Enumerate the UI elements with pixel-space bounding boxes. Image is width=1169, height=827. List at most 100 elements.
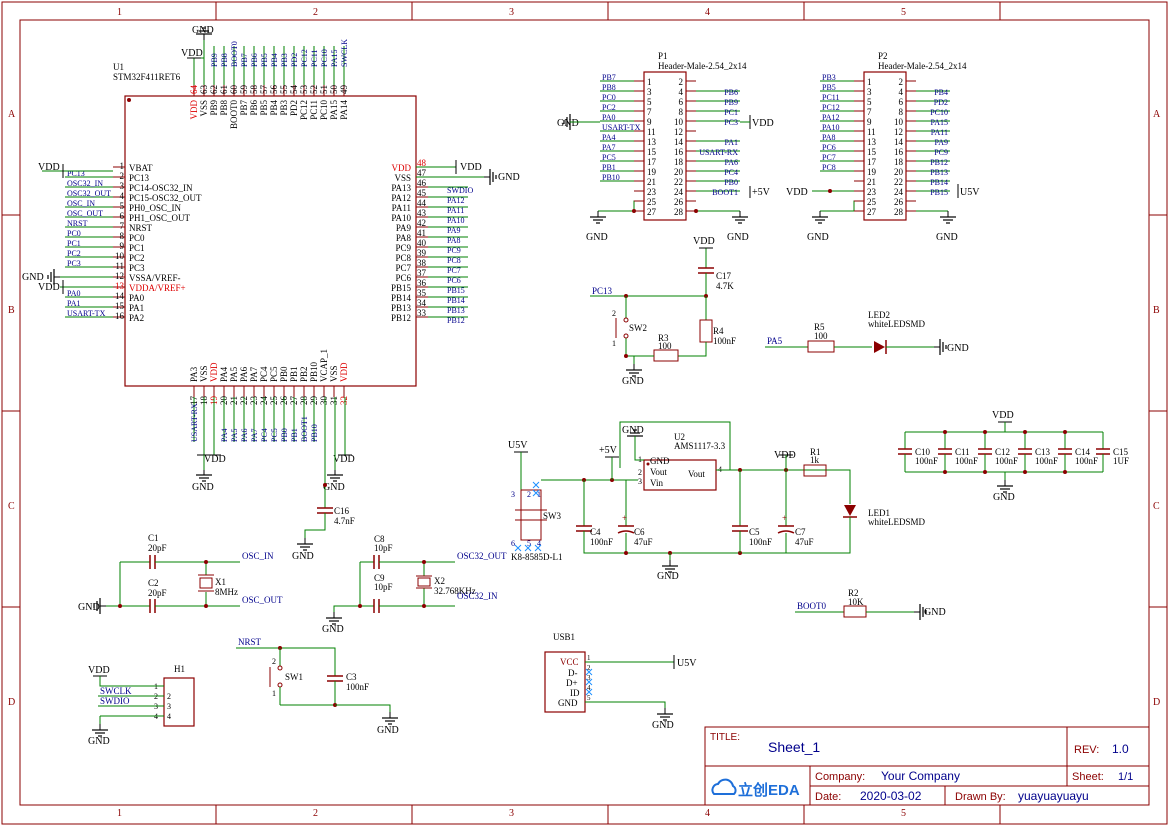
gnd-p1-left: GND bbox=[557, 118, 579, 129]
u1-pin-num: 12 bbox=[115, 271, 124, 281]
c6-ref: C6 bbox=[634, 527, 645, 537]
u1-net-label: OSC32_OUT bbox=[67, 189, 111, 198]
frame-col-bottom: 2 bbox=[313, 808, 318, 819]
svg-text:+: + bbox=[782, 513, 787, 523]
c9-value: 10pF bbox=[374, 582, 393, 592]
u2-pin-vin: Vin bbox=[650, 478, 663, 488]
bank-cap-value: 100nF bbox=[1075, 456, 1098, 466]
u1-net-label: PB6 bbox=[250, 53, 259, 67]
header-pin-num-right: 18 bbox=[894, 157, 904, 167]
frame-row-left: D bbox=[8, 697, 15, 708]
header-net-left: PB3 bbox=[822, 73, 836, 82]
sw1-pin1: 1 bbox=[272, 689, 276, 698]
u1-pin-num: 37 bbox=[417, 268, 427, 278]
frame-row-left: A bbox=[8, 109, 16, 120]
u1-pin-name: PC5 bbox=[269, 366, 279, 382]
u1-pin-num: 44 bbox=[417, 198, 427, 208]
header-pin-num-left: 23 bbox=[647, 187, 657, 197]
header-pin-num-left: 9 bbox=[867, 117, 872, 127]
sw3-ref: SW3 bbox=[543, 511, 562, 521]
frame-col-bottom: 4 bbox=[705, 808, 710, 819]
vdd-p1: VDD bbox=[752, 118, 774, 129]
u1-net-label: PC9 bbox=[447, 246, 461, 255]
header-net-left: PB7 bbox=[602, 73, 616, 82]
header-pin-num-left: 11 bbox=[647, 127, 656, 137]
u1-pin-num: 43 bbox=[417, 208, 427, 218]
u1-pin-num: 34 bbox=[417, 298, 427, 308]
u1-pin-num: 8 bbox=[120, 231, 125, 241]
u1-pin-num: 41 bbox=[417, 228, 426, 238]
header-pin-num-left: 15 bbox=[867, 147, 877, 157]
u1-pin-name: PB14 bbox=[391, 293, 412, 303]
usb1-pin-id: ID bbox=[570, 688, 580, 698]
header-pin-num-right: 10 bbox=[674, 117, 684, 127]
usb1-n3: 3 bbox=[587, 674, 591, 682]
sheet-title: Sheet_1 bbox=[768, 739, 820, 755]
u1-pin-name: VDD bbox=[189, 100, 199, 120]
frame-col-top: 5 bbox=[901, 7, 906, 18]
header-net-left: PA12 bbox=[822, 113, 840, 122]
u1-pin-name: VDD bbox=[209, 362, 219, 382]
sw3-pin1: 1 bbox=[537, 490, 541, 499]
u1-pin-name: PC7 bbox=[395, 263, 411, 273]
header-pin-num-right: 12 bbox=[894, 127, 903, 137]
header-pin-num-right: 6 bbox=[679, 97, 684, 107]
u1-pin-name: PC12 bbox=[299, 100, 309, 120]
u1-pin-num: 15 bbox=[115, 301, 125, 311]
r2-ref: R2 bbox=[848, 588, 859, 598]
usb1-n4: 4 bbox=[587, 684, 591, 692]
h1-inner4: 4 bbox=[167, 712, 171, 721]
u1-net-label: PC2 bbox=[67, 249, 81, 258]
u1-net-label: PA15 bbox=[330, 50, 339, 68]
lse-crystal: C8 10pF C9 10pF GND X2 32.768KHz OSC32_O… bbox=[322, 534, 507, 635]
gnd-sw1: GND bbox=[377, 725, 399, 736]
company-value: Your Company bbox=[881, 769, 960, 783]
frame-row-right: D bbox=[1153, 697, 1160, 708]
u2-pin-gnd: GND bbox=[650, 456, 670, 466]
cap-c16: C16 4.7nF GND bbox=[292, 470, 355, 562]
led1-ref: LED1 bbox=[868, 508, 890, 518]
header-pin-num-left: 27 bbox=[867, 207, 877, 217]
u1-pin-name: PA13 bbox=[391, 183, 411, 193]
net-pa5: PA5 bbox=[767, 336, 783, 346]
u1-net-label: NRST bbox=[67, 219, 88, 228]
gnd-p1-bl: GND bbox=[586, 232, 608, 243]
bank-cap-value: 100nF bbox=[1035, 456, 1058, 466]
company-label: Company: bbox=[815, 771, 865, 783]
header-pin-num-right: 2 bbox=[899, 77, 904, 87]
header-net-left: PC5 bbox=[602, 153, 616, 162]
header-net-right: PC3 bbox=[724, 118, 738, 127]
gnd-label-pin47: GND bbox=[498, 172, 520, 183]
header-pin-num-left: 3 bbox=[647, 87, 652, 97]
vdd-label-pin32: VDD bbox=[333, 454, 355, 465]
u1-net-label: PA8 bbox=[447, 236, 461, 245]
c16-ref: C16 bbox=[334, 506, 350, 516]
u1-net-label: OSC_OUT bbox=[67, 209, 103, 218]
sw1-ref: SW1 bbox=[285, 672, 303, 682]
header-pin-num-left: 23 bbox=[867, 187, 877, 197]
header-pin-num-right: 28 bbox=[894, 207, 904, 217]
u1-pin-name: VSSA/VREF- bbox=[129, 273, 181, 283]
header-net-left: USART-TX bbox=[602, 123, 641, 132]
sw3-pin5: 5 bbox=[527, 539, 531, 548]
net-swclk: SWCLK bbox=[100, 686, 132, 696]
header-net-left: PA10 bbox=[822, 123, 840, 132]
frame-col-top: 1 bbox=[117, 7, 122, 18]
logo-text: 立创EDA bbox=[738, 781, 800, 799]
u1-pin-name: PB15 bbox=[391, 283, 412, 293]
u1-pin-num: 62 bbox=[209, 85, 219, 94]
u1-net-label: PA6 bbox=[240, 429, 249, 443]
u1-pin-num: 3 bbox=[120, 181, 125, 191]
u1-pin-num: 54 bbox=[289, 85, 299, 95]
sw3-pin2: 2 bbox=[527, 490, 531, 499]
r1-ref: R1 bbox=[810, 447, 821, 457]
power-supply: U5V 3 2 1 6 5 4 SW3 K8-8585D-L1 +5V C4 1… bbox=[508, 421, 925, 582]
header-pin-num-left: 9 bbox=[647, 117, 652, 127]
u1-pin-num: 47 bbox=[417, 168, 427, 178]
header-net-left: PC8 bbox=[822, 163, 836, 172]
header-pin-num-left: 27 bbox=[647, 207, 657, 217]
p5v-u2: +5V bbox=[599, 445, 618, 456]
gnd-label-top: GND bbox=[192, 25, 214, 36]
u1-pin-name: PA4 bbox=[219, 366, 229, 382]
swd-header-h1: H1 1 2 3 4 2 3 4 VDD SWCLK SWDIO GND bbox=[88, 664, 195, 747]
